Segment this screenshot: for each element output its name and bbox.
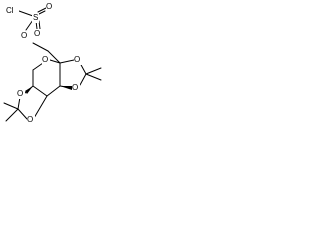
bond-ch2-c1 (47, 50, 61, 64)
bond-s-o-top-a (37, 7, 47, 13)
atom-o-sulfonyl-top: O (46, 2, 52, 11)
bond-c4-c3 (32, 85, 48, 97)
bond-cme2-me1 (85, 67, 102, 75)
chemical-structure: Cl S O O O O O O O O (3, 2, 102, 125)
bond-s-o-bottom-b (38, 20, 41, 30)
bond-o-ll-c3 (33, 95, 48, 119)
bonds (3, 7, 102, 122)
atom-o-lower-left: O (27, 115, 33, 124)
bond-oring-c5 (32, 62, 44, 71)
atom-o-sulfonyl-bottom: O (34, 29, 40, 38)
bond-o-ch2 (32, 42, 49, 52)
bond-s-o-ester (25, 19, 34, 31)
atom-s: S (33, 13, 38, 22)
atom-o-ester: O (21, 31, 27, 40)
bond-cme2-o-lr (79, 73, 87, 86)
atom-o-upper-left: O (17, 89, 23, 98)
wedge-c2-o (60, 86, 72, 90)
atom-labels: Cl S O O O O O O O O (6, 2, 82, 125)
atom-o-ring: O (42, 55, 48, 64)
bond-c1-o-ur (59, 59, 75, 64)
bond-cme2l-me2 (5, 108, 19, 122)
atom-o-lower-right: O (72, 83, 78, 92)
wedge-c4-o (25, 86, 33, 94)
bond-cme2-o-ll (17, 108, 28, 120)
bond-cl-s (18, 10, 34, 17)
bond-cme2l-me1 (3, 102, 19, 110)
atom-o-upper-right: O (74, 55, 80, 64)
atom-cl: Cl (6, 6, 14, 15)
bond-cme2-me2 (85, 73, 102, 81)
bond-c1-oring (49, 59, 61, 64)
bond-c3-c2 (46, 85, 61, 97)
